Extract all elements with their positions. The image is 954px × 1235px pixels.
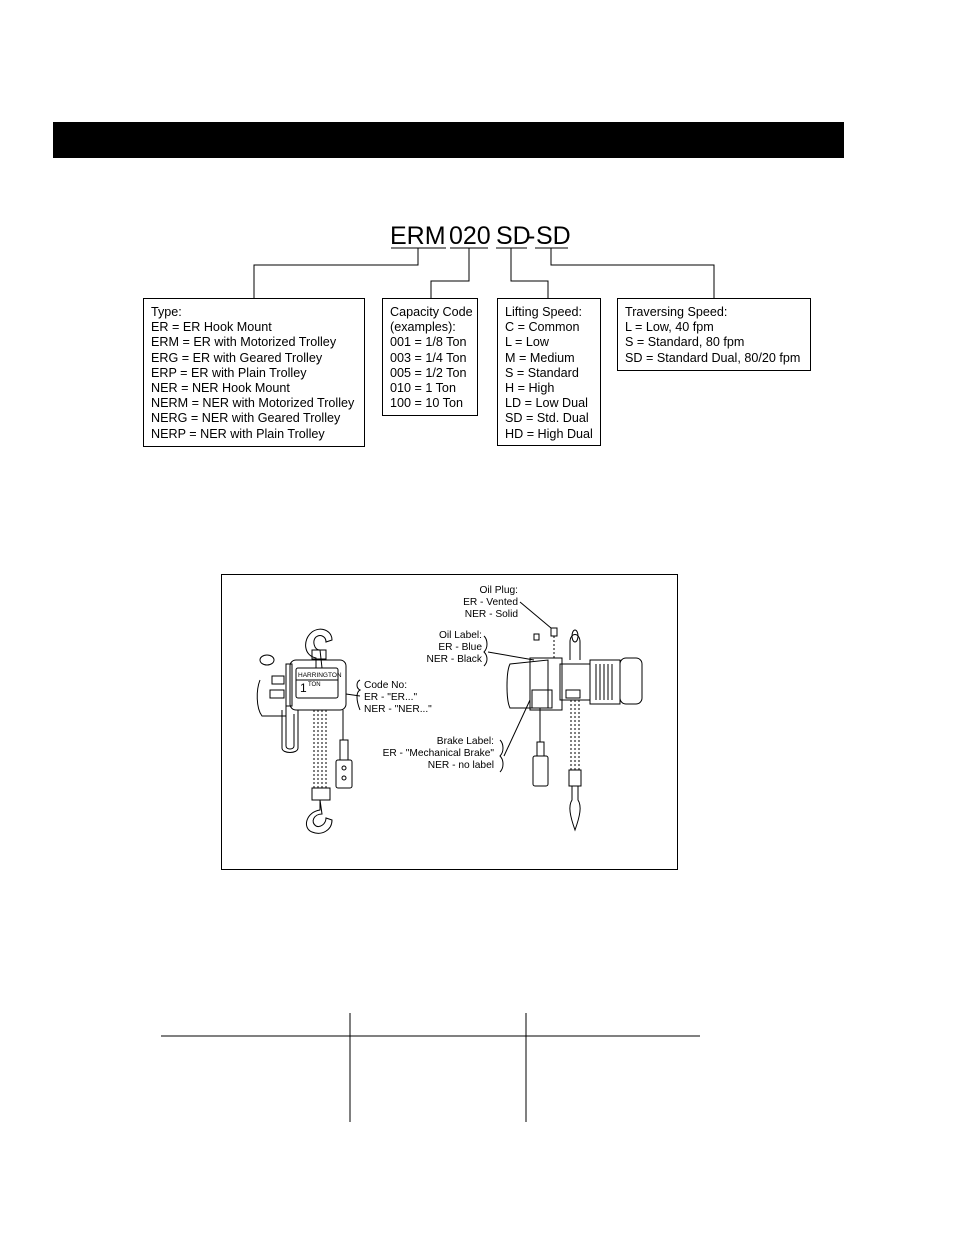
type-line: NERM = NER with Motorized Trolley — [151, 396, 355, 411]
hoist-figure-frame — [221, 574, 678, 870]
capacity-line: 001 = 1/8 Ton — [390, 335, 467, 350]
traversing-line: S = Standard, 80 fpm — [625, 335, 745, 350]
oil-plug-line: Oil Plug: — [479, 585, 518, 596]
bottom-hook-icon — [305, 799, 333, 834]
section-header-bar — [53, 122, 844, 158]
lifting-line: Lifting Speed: — [505, 305, 583, 319]
traversing-line: Traversing Speed: — [625, 305, 728, 319]
capacity-line: Capacity Code — [390, 305, 473, 319]
code-no-line: ER - "ER..." — [364, 692, 418, 704]
nameplate-frame — [295, 667, 339, 699]
model-code-type: ERM — [390, 222, 446, 250]
traversing-line: L = Low, 40 fpm — [625, 320, 714, 335]
type-line: ER = ER Hook Mount — [151, 320, 272, 335]
capacity-line: 100 = 10 Ton — [390, 396, 463, 411]
lifting-speed-legend-box: Lifting Speed: C = Common L = Low M = Me… — [497, 298, 601, 446]
lifting-line: H = High — [505, 380, 555, 395]
pendant-control — [335, 759, 353, 789]
oil-label-callout: Oil Label: ER - Blue NER - Black — [402, 630, 482, 667]
code-no-callout: Code No: ER - "ER..." NER - "NER..." — [364, 680, 432, 717]
lifting-line: SD = Std. Dual — [505, 411, 589, 426]
brake-label-callout: Brake Label: ER - "Mechanical Brake" NER… — [362, 736, 494, 773]
oil-label-line: NER - Black — [426, 654, 482, 666]
capacity-line: 010 = 1 Ton — [390, 380, 456, 395]
brake-label-line: Brake Label: — [436, 736, 494, 747]
nameplate-unit-text: TON — [308, 682, 321, 688]
capacity-line: (examples): — [390, 320, 456, 335]
type-line: ERM = ER with Motorized Trolley — [151, 335, 337, 350]
lifting-line: L = Low — [505, 335, 549, 350]
type-line: NER = NER Hook Mount — [151, 380, 290, 395]
lifting-line: M = Medium — [505, 350, 575, 365]
oil-label-line: Oil Label: — [438, 630, 482, 641]
code-no-line: Code No: — [364, 680, 408, 691]
nameplate-brand-text: HARRINGTON — [298, 672, 342, 679]
type-line: Type: — [151, 305, 182, 319]
oil-plug-icon — [550, 627, 558, 637]
lifting-line: HD = High Dual — [505, 426, 593, 441]
oil-plug-callout: Oil Plug: ER - Vented NER - Solid — [440, 585, 518, 622]
model-code-traversing-speed: SD — [536, 222, 571, 250]
lifting-line: S = Standard — [505, 365, 579, 380]
type-line: ERG = ER with Geared Trolley — [151, 350, 323, 365]
table-grid-lines — [161, 1013, 700, 1122]
oil-plug-line: NER - Solid — [464, 609, 518, 621]
capacity-legend-box: Capacity Code (examples): 001 = 1/8 Ton … — [382, 298, 478, 416]
motor-housing — [589, 659, 621, 705]
lifting-line: LD = Low Dual — [505, 396, 588, 411]
oil-label-line: ER - Blue — [438, 642, 482, 654]
capacity-line: 005 = 1/2 Ton — [390, 365, 467, 380]
capacity-line: 003 = 1/4 Ton — [390, 350, 467, 365]
oil-plug-line: ER - Vented — [463, 597, 518, 609]
model-code-lifting-speed: SD — [496, 222, 531, 250]
top-hook-icon — [305, 628, 333, 669]
brake-label-line: ER - "Mechanical Brake" — [382, 748, 494, 760]
code-no-line: NER - "NER..." — [364, 704, 432, 716]
type-line: NERG = NER with Geared Trolley — [151, 411, 341, 426]
type-line: ERP = ER with Plain Trolley — [151, 365, 307, 380]
brake-label-line: NER - no label — [427, 760, 494, 772]
model-code-dash: - — [527, 222, 536, 250]
type-legend-box: Type: ER = ER Hook Mount ERM = ER with M… — [143, 298, 365, 447]
hoist-body-side — [506, 659, 549, 709]
nameplate-capacity-text: 1 — [300, 681, 307, 695]
traversing-speed-legend-box: Traversing Speed: L = Low, 40 fpm S = St… — [617, 298, 811, 371]
traversing-line: SD = Standard Dual, 80/20 fpm — [625, 350, 801, 365]
model-code-capacity: 020 — [449, 222, 491, 250]
type-line: NERP = NER with Plain Trolley — [151, 426, 325, 441]
lifting-line: C = Common — [505, 320, 580, 335]
